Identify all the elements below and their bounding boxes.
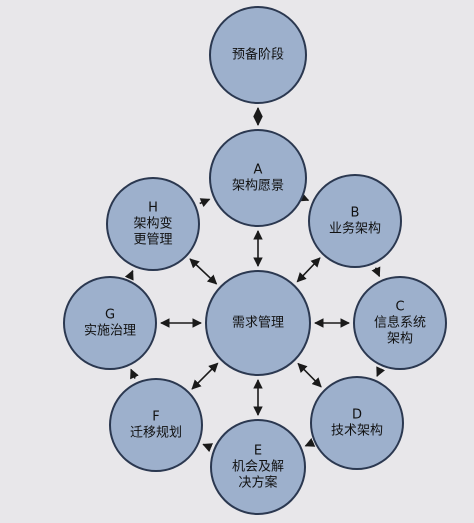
node-circle-h: [106, 177, 200, 271]
arrow-f-to-g: [130, 368, 139, 380]
node-circle-e: [210, 419, 306, 515]
node-label-c-line-1: 信息系统: [374, 315, 426, 331]
node-label-b-line-0: B: [351, 206, 360, 221]
node-label-e-line-2: 决方案: [238, 475, 277, 491]
node-label-d-line-0: D: [352, 408, 362, 423]
node-label-b-line-1: 业务架构: [329, 221, 381, 237]
node-label-preliminary-line-0: 预备阶段: [232, 47, 284, 63]
node-circle-center: [205, 270, 311, 376]
node-label-d-line-1: 技术架构: [331, 424, 383, 439]
node-label-center-line-0: 需求管理: [232, 316, 284, 331]
node-circle-d: [310, 376, 404, 470]
node-label-h-line-1: 架构变: [133, 216, 172, 232]
node-label-e-line-1: 机会及解: [232, 460, 284, 475]
arrow-center-to-h: [189, 258, 218, 285]
arrow-d-to-e: [304, 437, 316, 447]
node-circle-preliminary: [209, 6, 307, 104]
node-label-c-line-2: 架构: [387, 332, 413, 347]
edges-layer: [124, 107, 386, 453]
node-center: 需求管理: [205, 270, 311, 376]
node-circle-b: [308, 174, 402, 268]
nodes-layer: 预备阶段A架构愿景B业务架构C信息系统架构D技术架构E机会及解决方案F迁移规划G…: [63, 6, 447, 515]
node-circle-f: [109, 378, 203, 472]
node-preliminary: 预备阶段: [209, 6, 307, 104]
node-circle-a: [209, 129, 307, 227]
arrow-b-to-c: [371, 266, 381, 278]
node-label-c-line-0: C: [395, 300, 404, 315]
node-label-h-line-2: 更管理: [133, 233, 172, 248]
arrow-e-to-f: [202, 443, 214, 453]
node-circle-c: [353, 276, 447, 370]
arrow-a-to-b: [298, 192, 310, 202]
node-label-a-line-0: A: [254, 163, 263, 178]
arrow-center-to-d: [297, 362, 322, 388]
arrow-c-to-d: [376, 366, 386, 377]
arrow-g-to-h: [124, 269, 134, 281]
arrow-center-to-f: [191, 362, 219, 390]
node-label-a-line-1: 架构愿景: [232, 179, 284, 194]
node-label-e-line-0: E: [254, 444, 262, 459]
arrow-center-to-b: [296, 257, 321, 283]
node-label-g-line-0: G: [105, 308, 115, 323]
node-label-f-line-1: 迁移规划: [130, 426, 182, 441]
arrow-h-to-a: [199, 198, 211, 208]
node-circle-g: [63, 276, 157, 370]
node-label-f-line-0: F: [152, 410, 159, 425]
node-label-h-line-0: H: [148, 201, 158, 216]
node-label-g-line-1: 实施治理: [84, 324, 136, 339]
